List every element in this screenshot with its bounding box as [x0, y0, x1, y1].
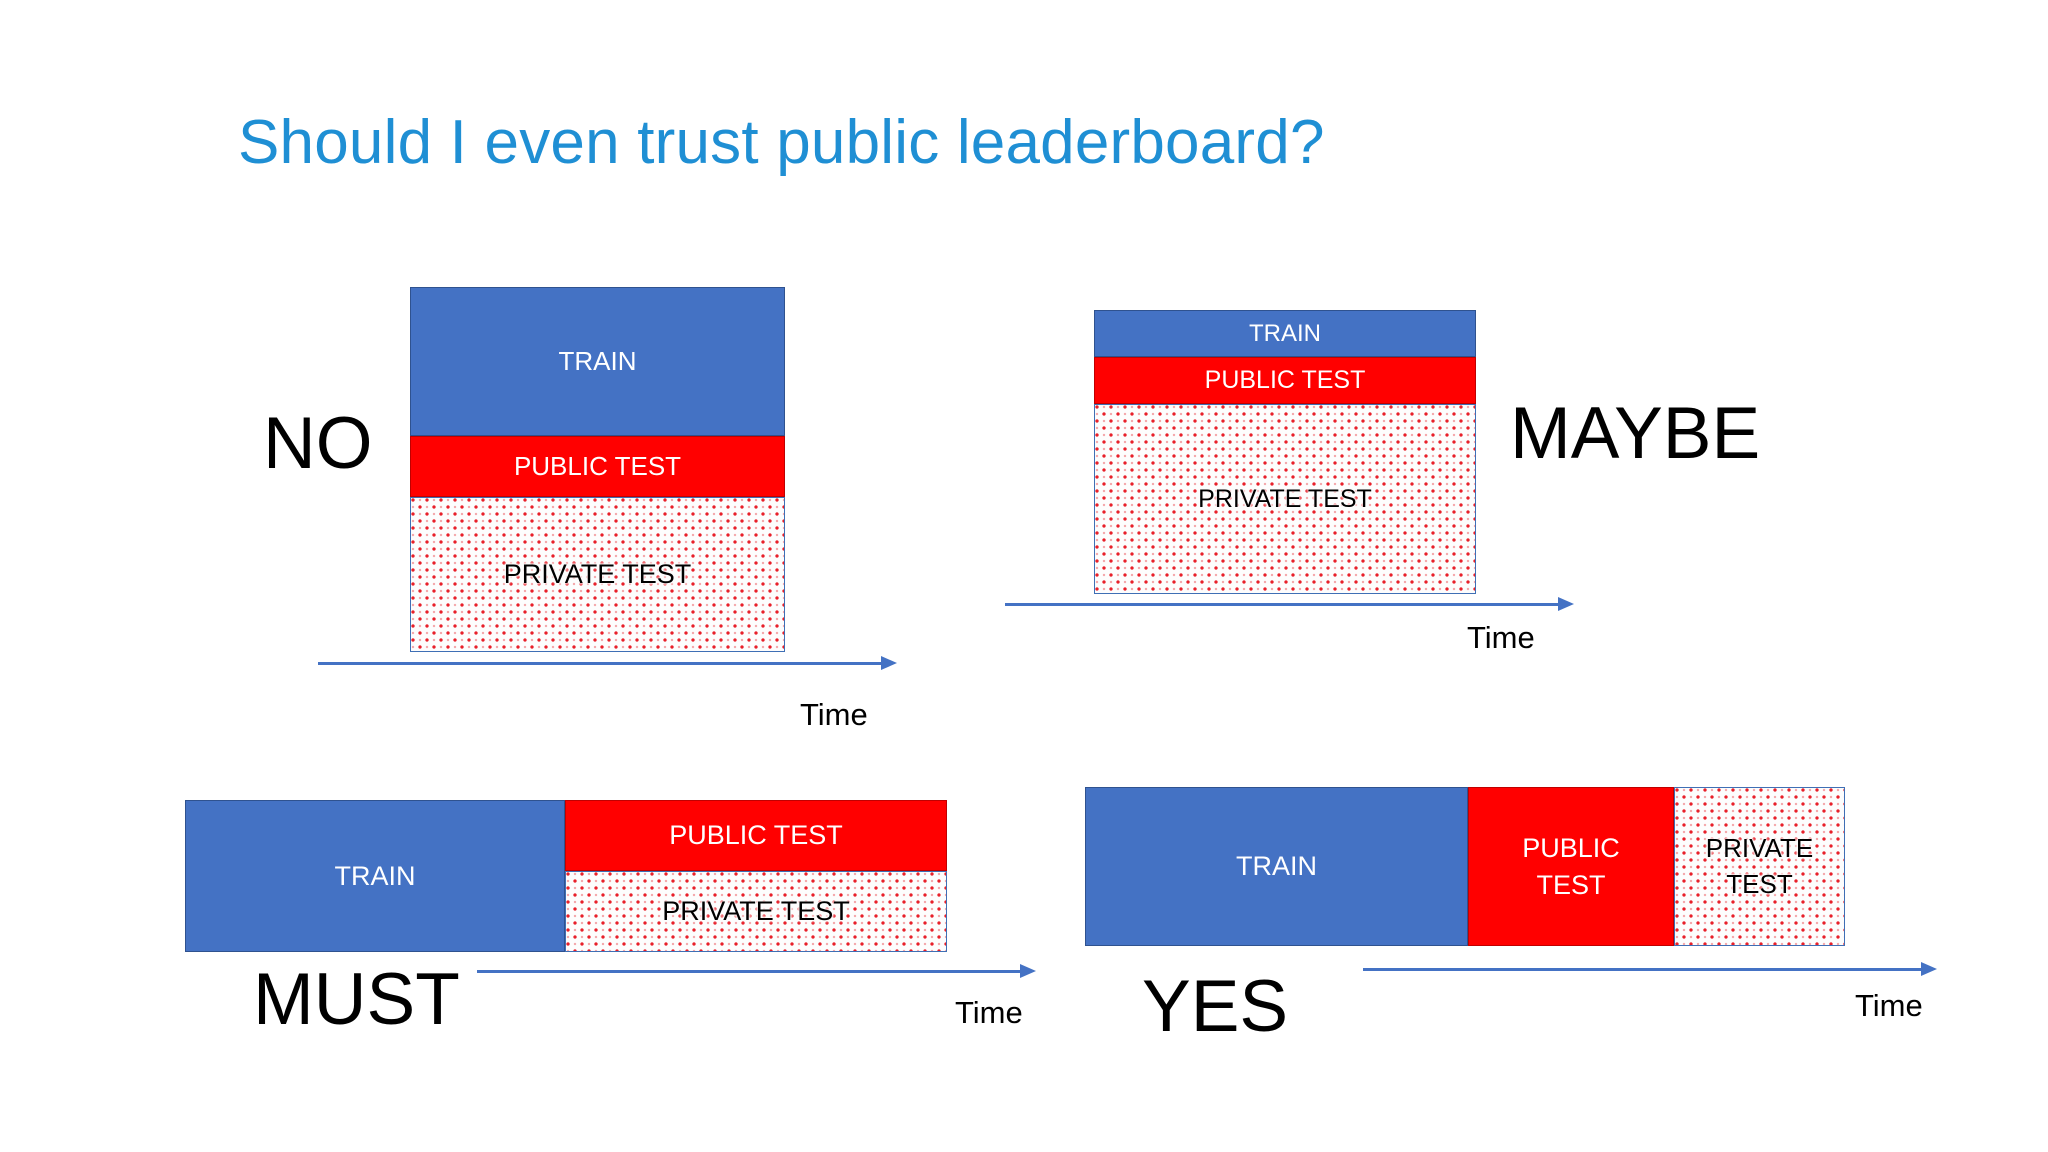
diagram-yes: TRAIN PUBLIC TEST PRIVATE TEST [1085, 787, 1845, 946]
time-axis-label-yes: Time [1855, 988, 1923, 1023]
segment-train: TRAIN [185, 800, 565, 952]
segment-private-test: PRIVATE TEST [565, 871, 947, 952]
arrow-head-icon [881, 656, 897, 670]
arrow-shaft [1005, 603, 1559, 606]
verdict-maybe: MAYBE [1510, 393, 1761, 474]
arrow-head-icon [1558, 597, 1574, 611]
time-axis-arrow-no [318, 656, 898, 670]
time-axis-arrow-maybe [1005, 597, 1575, 611]
arrow-shaft [1363, 968, 1922, 971]
segment-public-test: PUBLIC TEST [1094, 357, 1476, 404]
segment-train-label: TRAIN [1236, 851, 1317, 881]
arrow-shaft [318, 662, 882, 665]
segment-public-test-label: PUBLIC TEST [1204, 366, 1366, 394]
verdict-no: NO [263, 403, 373, 484]
arrow-shaft [477, 970, 1021, 973]
segment-private-test-label: PRIVATE TEST [1705, 833, 1814, 899]
segment-public-test: PUBLIC TEST [1468, 787, 1674, 946]
segment-public-test: PUBLIC TEST [410, 436, 785, 497]
segment-private-test: PRIVATE TEST [1674, 787, 1845, 946]
time-axis-arrow-must [477, 964, 1037, 978]
segment-private-test: PRIVATE TEST [410, 497, 785, 652]
verdict-must: MUST [253, 959, 460, 1040]
segment-train-label: TRAIN [334, 860, 416, 891]
page-title: Should I even trust public leaderboard? [238, 108, 1325, 177]
segment-private-test-label: PRIVATE TEST [503, 559, 692, 589]
time-axis-label-must: Time [955, 995, 1023, 1030]
verdict-yes: YES [1142, 966, 1289, 1047]
segment-public-test: PUBLIC TEST [565, 800, 947, 871]
segment-public-test-label: PUBLIC TEST [669, 820, 843, 850]
time-axis-arrow-yes [1363, 962, 1938, 976]
segment-train: TRAIN [1094, 310, 1476, 357]
segment-train-label: TRAIN [1249, 319, 1321, 347]
diagram-must: TRAIN PUBLIC TEST PRIVATE TEST [185, 800, 947, 952]
diagram-maybe: TRAIN PUBLIC TEST PRIVATE TEST [1094, 310, 1476, 594]
segment-private-test-label: PRIVATE TEST [662, 896, 850, 926]
diagram-no: TRAIN PUBLIC TEST PRIVATE TEST [410, 287, 785, 652]
time-axis-label-no: Time [800, 697, 868, 732]
time-axis-label-maybe: Time [1467, 620, 1535, 655]
arrow-head-icon [1921, 962, 1937, 976]
segment-train: TRAIN [410, 287, 785, 436]
segment-private-test: PRIVATE TEST [1094, 404, 1476, 594]
segment-private-test-label: PRIVATE TEST [1198, 484, 1372, 513]
segment-train-label: TRAIN [558, 346, 637, 376]
segment-public-test-label: PUBLIC TEST [513, 451, 682, 481]
arrow-head-icon [1020, 964, 1036, 978]
segment-train: TRAIN [1085, 787, 1468, 946]
segment-public-test-label: PUBLIC TEST [1522, 833, 1620, 900]
